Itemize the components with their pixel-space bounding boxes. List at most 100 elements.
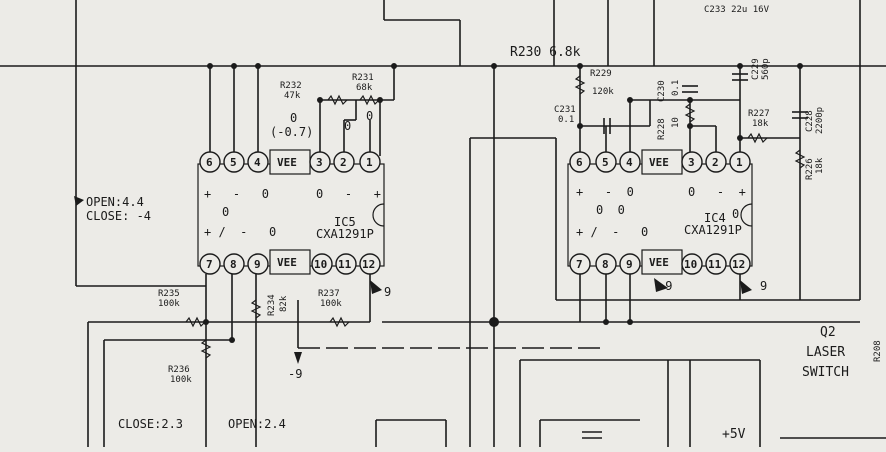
ic4-pin: 9: [626, 258, 633, 271]
r236-value: 100k: [170, 375, 192, 385]
supply-arrows: [74, 196, 752, 364]
resistor-r231: [359, 94, 380, 106]
ic5-pin: 2: [340, 156, 347, 169]
ic4-sym-mid: 0 0: [596, 203, 625, 217]
ic5-pin: 7: [206, 258, 213, 271]
resistor-r235: [185, 316, 206, 328]
r231-value: 68k: [356, 83, 373, 93]
r234-value: 82k: [279, 295, 289, 312]
r227-value: 18k: [752, 119, 769, 129]
r235-name: R235: [158, 289, 180, 299]
resistor-r229: [574, 75, 586, 95]
voltage-label: 0: [366, 109, 373, 123]
ic4-chip: VEE VEE 6 5 4 3 2 1 7 8 9 10 11 12 + - 0…: [567, 149, 753, 275]
c228-name: C228: [805, 110, 815, 132]
ic5-name: IC5: [334, 215, 356, 229]
resistor-r236: [200, 339, 212, 359]
resistor-r232: [327, 94, 348, 106]
r226-value: 18k: [815, 157, 825, 174]
voltage-label: (-0.7): [270, 125, 313, 139]
r236-name: R236: [168, 365, 190, 375]
resistor-r237: [329, 316, 350, 328]
ic5-part: CXA1291P: [316, 227, 374, 241]
ic4-pin: 3: [688, 156, 695, 169]
r230-label: R230 6.8k: [510, 45, 581, 60]
ic4-pin: 1: [736, 156, 743, 169]
ic4-pin: 7: [576, 258, 583, 271]
r227-name: R227: [748, 109, 770, 119]
c231-name: C231: [554, 105, 576, 115]
close-voltage-label: CLOSE: -4: [86, 209, 151, 223]
r232-name: R232: [280, 81, 302, 91]
ic4-sym-bot-left: + / - 0: [576, 225, 648, 239]
r231-name: R231: [352, 73, 374, 83]
ic4-pin: 10: [684, 258, 697, 271]
ic5-vee-label-bottom: VEE: [277, 256, 297, 269]
ic5-pin: 11: [338, 258, 352, 271]
resistors: [185, 75, 806, 359]
laser-label: LASER: [806, 345, 845, 360]
ic4-pin: 5: [602, 156, 609, 169]
open-voltage-label: OPEN:4.4: [86, 195, 144, 209]
voltage-label: 0: [344, 119, 351, 133]
ic4-vee-label: VEE: [649, 156, 669, 169]
r232-value: 47k: [284, 91, 301, 101]
ic5-pin: 12: [362, 258, 375, 271]
neg9-label: 9: [384, 285, 391, 299]
ic5-chip: VEE VEE 6 5 4 3 2 1 7 8 9 10 11 12 + - 0…: [197, 149, 385, 275]
q2-label: Q2: [820, 325, 836, 340]
resistor-r227: [747, 132, 768, 144]
ic5-pin: 9: [254, 258, 261, 271]
c231-value: 0.1: [558, 115, 574, 125]
resistor-r228: [684, 103, 696, 123]
c233-label: C233 22u 16V: [704, 5, 770, 15]
capacitor-c-bottom: [582, 431, 602, 439]
ic4-sym-top-right: 0 - +: [688, 185, 746, 199]
ic5-sym-mid: 0: [222, 205, 229, 219]
ic4-pin: 11: [708, 258, 722, 271]
r229-value: 120k: [592, 87, 614, 97]
ic5-pin: 4: [254, 156, 261, 169]
ic4-vee-label-bottom: VEE: [649, 256, 669, 269]
c230-name: C230: [657, 80, 667, 102]
voltage-label: 0: [290, 111, 297, 125]
ic5-sym-bot-left: + / - 0: [204, 225, 276, 239]
ic4-name: IC4: [704, 211, 726, 225]
capacitor-c229: [732, 73, 748, 81]
ic4-sym-right-mid: 0: [732, 207, 739, 221]
resistor-r234: [250, 299, 262, 319]
r208-label: R208: [873, 340, 883, 362]
ic5-sym-top-left: + - 0: [204, 187, 269, 201]
neg9-label: -9: [288, 367, 302, 381]
ic4-pin: 2: [712, 156, 719, 169]
ic5-pin: 8: [230, 258, 237, 271]
c229-name: C229: [751, 58, 761, 80]
ic5-pin: 6: [206, 156, 213, 169]
ic5-pin: 5: [230, 156, 237, 169]
capacitors: [582, 73, 808, 439]
junctions: [203, 63, 803, 343]
r226-name: R226: [805, 158, 815, 180]
plus5v-label: +5V: [722, 427, 746, 442]
resistor-r226: [794, 149, 806, 169]
c228-value: 2200p: [815, 107, 825, 134]
r237-value: 100k: [320, 299, 342, 309]
neg9-label: -9: [658, 279, 672, 293]
r229-name: R229: [590, 69, 612, 79]
ic5-pin: 10: [314, 258, 327, 271]
neg9-label: 9: [760, 279, 767, 293]
capacitor-c231: [603, 118, 611, 134]
ic4-pin: 4: [626, 156, 633, 169]
ic4-pin: 6: [576, 156, 583, 169]
switch-label: SWITCH: [802, 365, 849, 380]
close-bottom-label: CLOSE:2.3: [118, 417, 183, 431]
r237-name: R237: [318, 289, 340, 299]
capacitor-c228: [792, 111, 808, 119]
ic4-part: CXA1291P: [684, 223, 742, 237]
ic5-vee-label: VEE: [277, 156, 297, 169]
labels: R232 47k R231 68k 0 (-0.7) 0 0 OPEN:4.4 …: [86, 5, 883, 442]
ic5-sym-top-right: 0 - +: [316, 187, 381, 201]
r234-name: R234: [267, 294, 277, 316]
